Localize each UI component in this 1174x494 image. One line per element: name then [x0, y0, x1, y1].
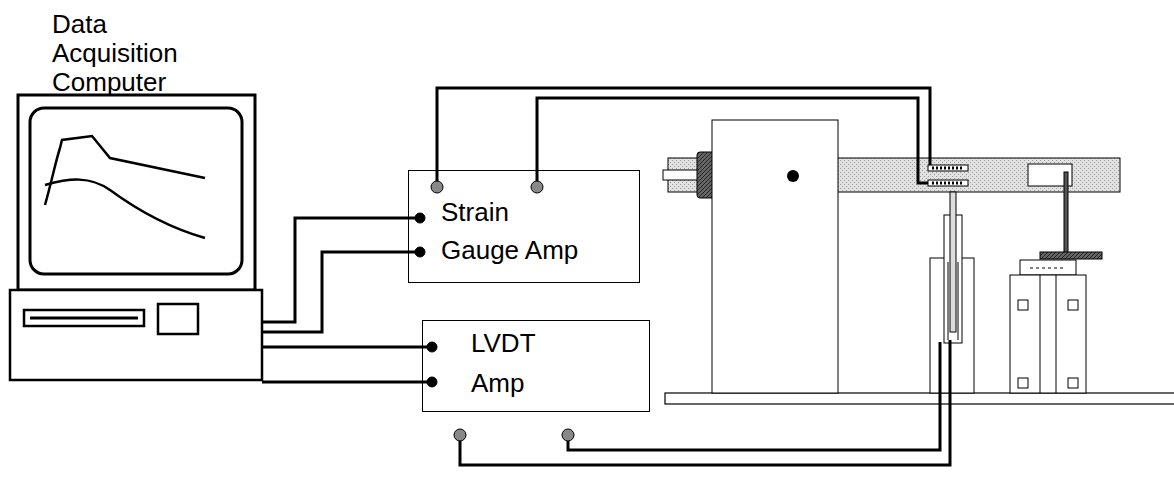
signal-wire [262, 381, 422, 384]
pivot-point [787, 170, 799, 182]
lvdt-sensor [930, 192, 974, 393]
device-label: Data Acquisition Computer [52, 10, 192, 97]
signal-wire [262, 346, 422, 349]
box-label: Strain Gauge Amp [441, 193, 581, 269]
sensor-wiring [408, 88, 950, 465]
signal-wire [262, 252, 408, 332]
loading-assembly [1010, 164, 1102, 393]
strain-gauges [928, 165, 968, 186]
signal-wire [262, 218, 408, 322]
support-pillar [712, 120, 838, 393]
amplifier-box: LVDT Amp [422, 320, 650, 412]
box-label: LVDT Amp [471, 323, 556, 403]
computer-node: Data Acquisition Computer [10, 5, 262, 380]
computer-base [10, 290, 262, 380]
amplifier-box: Strain Gauge Amp [408, 170, 640, 283]
base-plate [665, 393, 1174, 404]
computer-monitor [18, 95, 255, 290]
